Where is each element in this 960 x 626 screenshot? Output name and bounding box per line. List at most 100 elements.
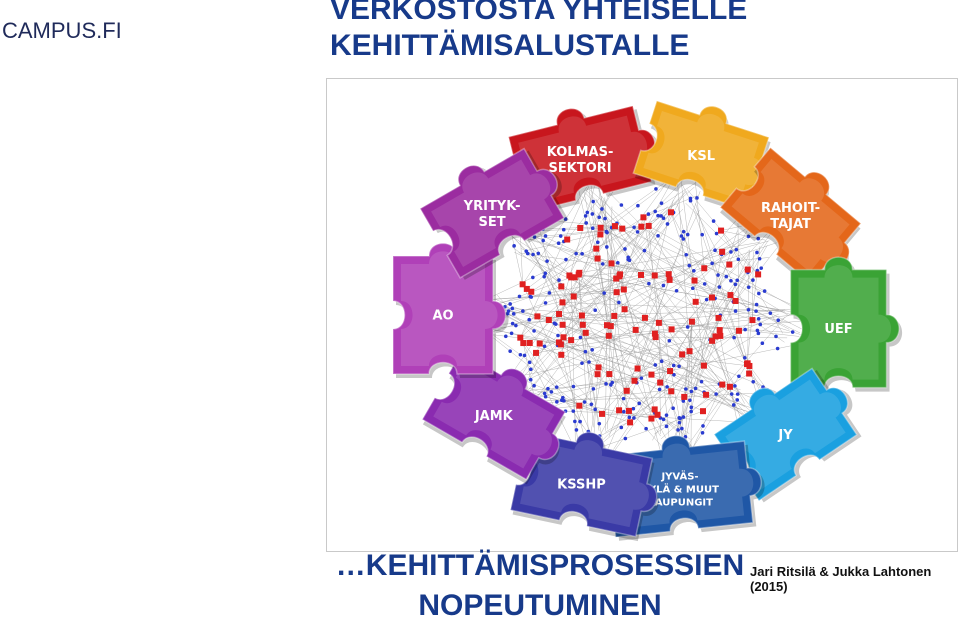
network-dot (755, 250, 759, 255)
network-node (686, 348, 693, 355)
network-node (732, 297, 739, 304)
puzzle-piece-label: JY (777, 428, 793, 443)
network-dot (759, 266, 764, 270)
network-node (651, 272, 658, 279)
network-dot (692, 268, 696, 273)
puzzle-piece-highlight (520, 440, 649, 528)
network-node (564, 236, 571, 243)
network-node (623, 387, 630, 394)
network-edge (581, 315, 661, 437)
title-line-2: KEHITTÄMISALUSTALLE (330, 29, 690, 62)
network-node (651, 330, 658, 337)
network-node (744, 266, 751, 273)
network-dot (532, 329, 536, 333)
network-dot (510, 306, 515, 311)
network-edge (585, 332, 600, 431)
network-dot (679, 234, 684, 238)
puzzle-piece-label-line: SET (479, 215, 506, 230)
network-edge (534, 231, 719, 319)
network-edge (532, 240, 736, 302)
network-node (607, 323, 614, 330)
puzzle-piece-highlight (798, 265, 892, 380)
network-dot (755, 328, 760, 333)
puzzle-piece-jy: JY (713, 367, 862, 503)
network-dot (710, 261, 714, 266)
network-edge (670, 212, 737, 408)
network-node (709, 337, 716, 344)
network-edge (487, 315, 582, 331)
network-dot (733, 282, 738, 287)
network-node (726, 383, 733, 390)
network-dot (583, 349, 588, 354)
network-dot (626, 257, 630, 262)
network-dot (667, 338, 672, 343)
network-edge (623, 192, 678, 290)
network-node (716, 327, 723, 334)
network-dot (636, 203, 640, 208)
network-node (651, 406, 658, 413)
network-edge (535, 352, 584, 427)
network-edge (596, 212, 723, 385)
network-edge (535, 317, 646, 398)
network-node (526, 339, 533, 346)
network-node (712, 333, 719, 340)
network-node (517, 334, 524, 341)
network-edge (694, 232, 756, 281)
network-dot (558, 234, 563, 238)
network-node (578, 312, 585, 319)
network-dot (556, 333, 560, 338)
network-dot (677, 420, 682, 425)
network-dot (677, 364, 681, 369)
network-dot (603, 216, 607, 221)
network-edge (513, 234, 601, 408)
network-dot (602, 291, 607, 295)
network-dot (532, 383, 536, 388)
network-dot (597, 215, 602, 220)
puzzle-piece-label: UEF (824, 322, 852, 337)
network-dot (644, 426, 648, 431)
network-dot (573, 419, 577, 424)
network-dot (583, 214, 588, 218)
network-edge (578, 274, 743, 395)
puzzle-piece-label: KOLMAS-SEKTORI (547, 145, 614, 176)
network-dot (671, 406, 675, 411)
network-edge (518, 252, 669, 275)
network-dot (622, 409, 626, 414)
network-dot (604, 382, 608, 386)
network-dot (532, 235, 537, 239)
network-node (749, 317, 756, 324)
network-node (559, 321, 566, 328)
network-dot (619, 425, 624, 430)
network-node (667, 209, 674, 216)
network-dot (661, 216, 666, 221)
network-dot (639, 376, 644, 380)
network-node (688, 318, 695, 325)
network-node (570, 293, 577, 300)
network-edge (497, 312, 704, 412)
network-dot (664, 413, 669, 417)
network-dot (656, 213, 660, 218)
network-dot (659, 214, 663, 218)
network-dot (761, 385, 765, 389)
network-node (667, 368, 674, 375)
network-dot (746, 307, 751, 312)
network-dot (580, 361, 584, 365)
network-edge (571, 277, 740, 413)
network-dot (578, 335, 583, 340)
network-node (545, 316, 552, 323)
network-dot (557, 278, 561, 282)
network-edge (488, 273, 669, 320)
network-node (594, 255, 601, 262)
network-dot (605, 245, 609, 249)
network-node (571, 274, 578, 281)
network-dot (756, 236, 761, 241)
network-dot (768, 311, 773, 315)
network-node (593, 245, 600, 252)
network-dot (659, 359, 664, 364)
network-dot (717, 285, 722, 289)
network-node (654, 411, 661, 418)
network-node (595, 364, 602, 371)
network-dot (528, 367, 533, 372)
network-node (605, 332, 612, 339)
